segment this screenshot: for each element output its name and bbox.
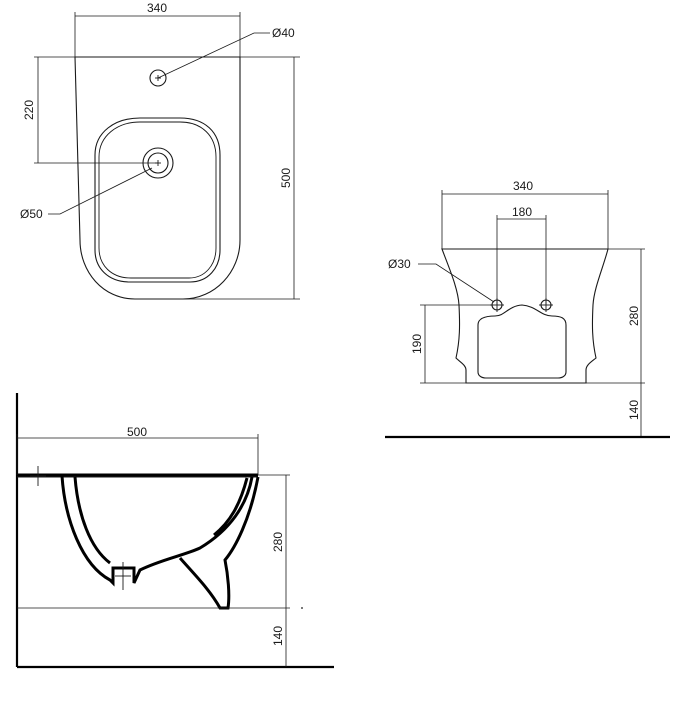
fixing-height-label: 190 bbox=[410, 334, 424, 354]
drain-leader: Ø50 bbox=[20, 167, 153, 221]
tap-hole-label: Ø40 bbox=[272, 26, 295, 40]
front-view-cavity bbox=[477, 304, 567, 379]
top-view-bowl-inner bbox=[98, 121, 217, 279]
fixing-spacing-dimension: 180 bbox=[496, 205, 547, 305]
front-width-label: 340 bbox=[513, 179, 533, 193]
top-width-label: 340 bbox=[147, 1, 167, 15]
top-depth-dimension: 500 bbox=[34, 56, 300, 300]
fixing-hole-label: Ø30 bbox=[388, 257, 411, 271]
side-floor-gap-dimension: 140 bbox=[271, 608, 287, 667]
side-depth-label: 500 bbox=[127, 425, 147, 439]
side-height-dimension: 280 bbox=[258, 474, 290, 608]
tap-hole-offset-label: 220 bbox=[22, 100, 36, 120]
front-width-dimension: 340 bbox=[441, 179, 609, 249]
front-view: 340 180 280 140 190 bbox=[385, 179, 670, 439]
fixing-hole-leader: Ø30 bbox=[388, 257, 495, 303]
top-view-bowl bbox=[94, 117, 221, 283]
side-supply-mark bbox=[30, 466, 46, 486]
front-height-label: 280 bbox=[627, 306, 641, 326]
front-floor-gap-dimension: 140 bbox=[627, 383, 642, 437]
fixing-height-dimension: 190 bbox=[410, 304, 492, 384]
side-height-label: 280 bbox=[271, 532, 285, 552]
top-depth-label: 500 bbox=[279, 168, 293, 188]
side-view: 500 280 140 bbox=[15, 393, 334, 669]
front-height-dimension: 280 bbox=[586, 248, 645, 384]
front-view-outline bbox=[441, 248, 609, 384]
top-view: 340 500 220 Ø40 Ø50 bbox=[20, 1, 300, 300]
top-width-dimension: 340 bbox=[74, 1, 241, 57]
fixing-spacing-label: 180 bbox=[512, 205, 532, 219]
side-depth-dimension: 500 bbox=[16, 425, 259, 475]
tap-hole-leader: Ø40 bbox=[157, 26, 295, 79]
tap-hole-offset-dimension: 220 bbox=[22, 57, 158, 164]
drain-label: Ø50 bbox=[20, 207, 43, 221]
side-body-outline bbox=[60, 475, 260, 610]
side-drain-fitting bbox=[115, 562, 131, 590]
front-floor-gap-label: 140 bbox=[627, 400, 641, 420]
side-floor-gap-label: 140 bbox=[271, 626, 285, 646]
